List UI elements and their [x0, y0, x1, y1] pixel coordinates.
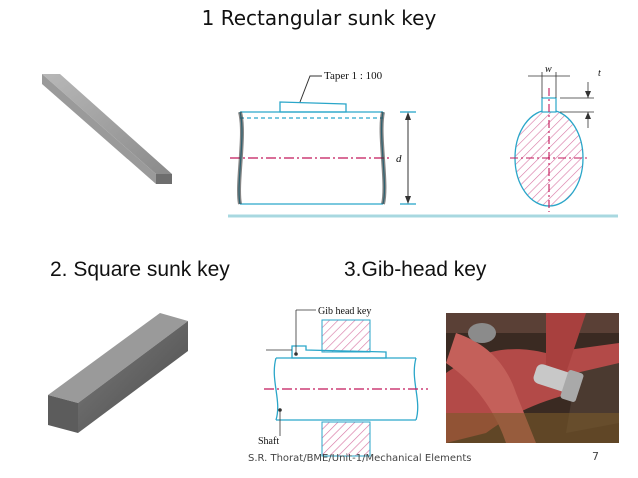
- square-key-photo: [48, 313, 188, 433]
- gib-head-key-photo: [446, 313, 619, 443]
- gib-head-key-heading: 3.Gib-head key: [344, 258, 487, 281]
- taper-label: Taper 1 : 100: [324, 70, 383, 82]
- thickness-label: t: [598, 68, 601, 79]
- square-key-heading: 2. Square sunk key: [50, 258, 230, 281]
- slide-title: 1 Rectangular sunk key: [201, 6, 437, 30]
- width-label: w: [545, 64, 552, 75]
- rectangular-key-cross-section: w t: [448, 64, 618, 218]
- page-number: 7: [592, 450, 599, 463]
- diameter-label: d: [396, 153, 402, 165]
- gib-head-label: Gib head key: [318, 306, 371, 317]
- rectangular-key-photo: [42, 74, 172, 184]
- slide-footer: S.R. Thorat/BME/Unit-1/Mechanical Elemen…: [248, 453, 472, 464]
- shaft-label: Shaft: [258, 436, 279, 447]
- rectangular-key-shaft-drawing: Taper 1 : 100 d: [228, 70, 448, 218]
- gib-head-key-drawing: Gib head key Shaft: [258, 306, 428, 457]
